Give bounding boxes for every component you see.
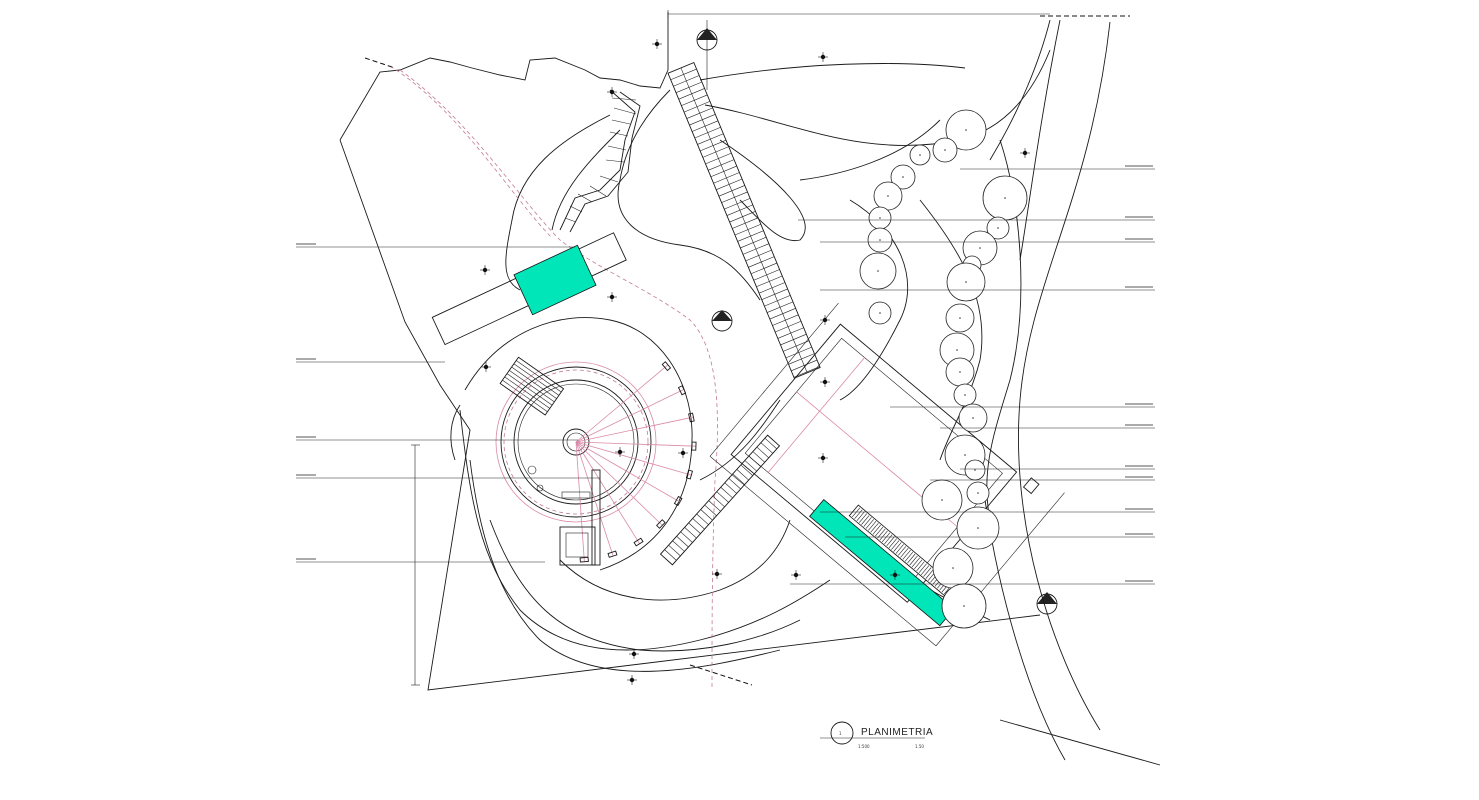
title-block: 1 PLANIMETRIA 1:500 1.50	[820, 721, 933, 749]
section-marker-right	[1036, 592, 1058, 615]
section-marker-top	[696, 20, 718, 90]
stepped-path	[559, 89, 641, 233]
drawing-scale-right: 1.50	[915, 744, 924, 749]
annotation-leaders	[296, 165, 1155, 585]
left-dimension-line	[411, 444, 420, 686]
contour-lines	[459, 19, 1161, 766]
drawing-number-circle	[830, 721, 854, 745]
section-marker-middle	[711, 310, 733, 332]
court-building	[709, 302, 1065, 647]
level-markers	[480, 39, 1030, 685]
top-dimension-line	[667, 10, 1130, 18]
site-boundary	[339, 12, 1041, 691]
upper-pool	[431, 232, 627, 346]
trees	[859, 109, 1028, 629]
drawing-number: 1	[839, 731, 842, 736]
circular-pavilion	[450, 317, 697, 571]
connecting-stair	[659, 434, 781, 566]
drawing-title: PLANIMETRIA	[861, 727, 933, 738]
long-stair	[667, 61, 821, 379]
drawing-scale-left: 1:500	[858, 744, 870, 749]
road-alignment	[364, 57, 753, 691]
